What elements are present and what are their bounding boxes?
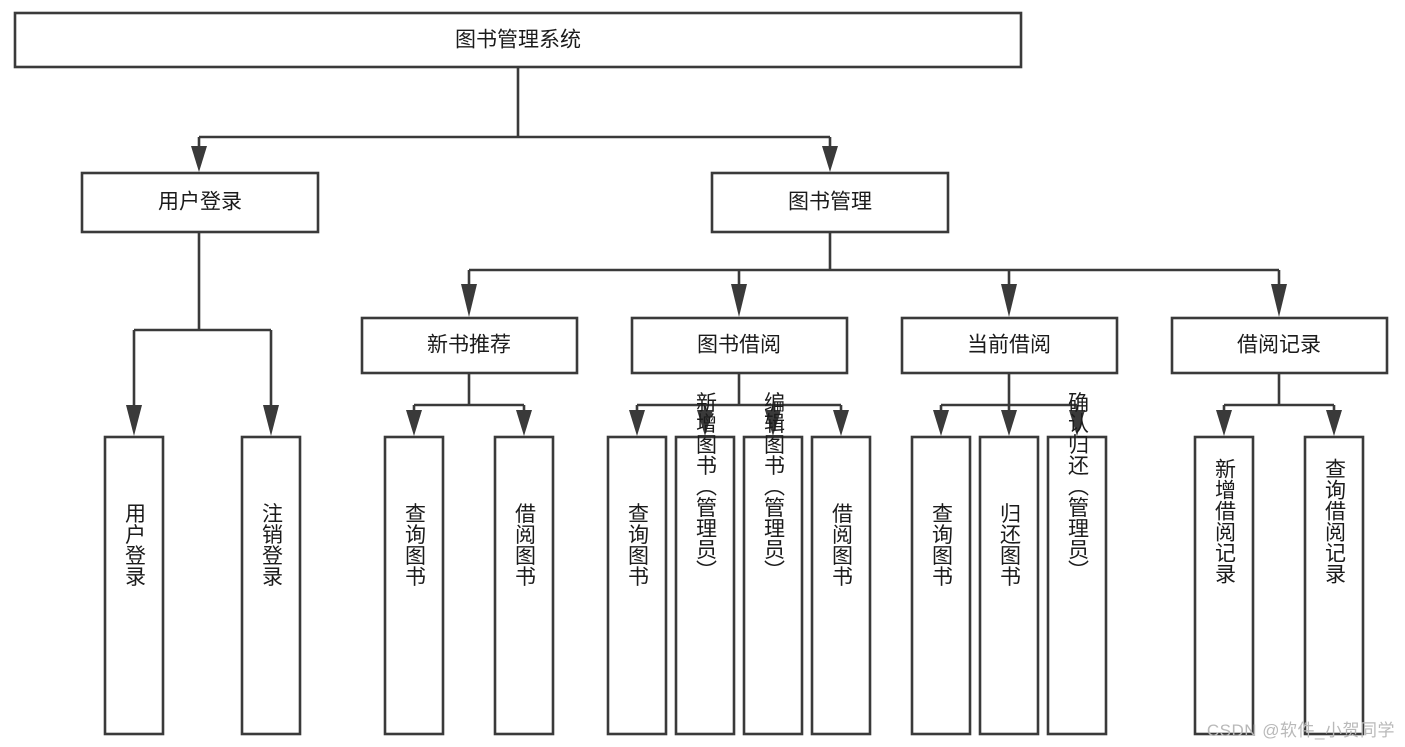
connector-layer	[126, 68, 1342, 436]
node-current-borrow[interactable]: 当前借阅	[900, 316, 1119, 375]
node-borrow-record-box[interactable]	[1170, 316, 1389, 375]
node-leaf-borrow-book-1[interactable]: 借阅图书	[493, 435, 555, 736]
node-leaf-edit-book-label: 编辑图书（管理员）	[762, 391, 786, 580]
node-leaf-user-login-label: 用户登录	[123, 503, 147, 587]
arrow-head-leaf-edit-book	[765, 410, 781, 436]
node-leaf-query-book-3[interactable]: 查询图书	[910, 435, 972, 736]
node-leaf-add-book-label: 新增图书（管理员）	[694, 391, 718, 580]
arrow-head-book-borrow	[731, 284, 747, 317]
node-leaf-return-book-box[interactable]	[978, 435, 1040, 736]
node-leaf-query-book-1[interactable]: 查询图书	[383, 435, 445, 736]
arrow-head-leaf-query-book-3	[933, 410, 949, 436]
arrow-head-user-login	[191, 146, 207, 172]
node-leaf-add-record[interactable]: 新增借阅记录	[1193, 435, 1255, 736]
arrow-head-borrow-record	[1271, 284, 1287, 317]
node-leaf-return-book-label: 归还图书	[998, 503, 1022, 587]
node-user-login-box[interactable]	[80, 171, 320, 234]
node-user-login-label: 用户登录	[158, 191, 242, 214]
arrow-head-leaf-logout-login	[263, 405, 279, 436]
node-leaf-add-book-box[interactable]	[674, 435, 736, 736]
node-leaf-query-book-2-label: 查询图书	[626, 503, 650, 587]
node-leaf-add-record-label: 新增借阅记录	[1213, 458, 1237, 584]
node-leaf-logout-login-box[interactable]	[240, 435, 302, 736]
node-new-book-recommend-box[interactable]	[360, 316, 579, 375]
node-leaf-query-book-3-label: 查询图书	[930, 503, 954, 587]
node-new-book-recommend-label: 新书推荐	[427, 334, 511, 357]
node-leaf-confirm-return-box[interactable]	[1046, 435, 1108, 736]
node-leaf-borrow-book-1-box[interactable]	[493, 435, 555, 736]
node-root-label: 图书管理系统	[455, 29, 581, 52]
arrow-head-new-book-recommend	[461, 284, 477, 317]
node-book-borrow-box[interactable]	[630, 316, 849, 375]
node-book-borrow-label: 图书借阅	[697, 334, 781, 357]
node-leaf-borrow-book-2[interactable]: 借阅图书	[810, 435, 872, 736]
node-book-borrow[interactable]: 图书借阅	[630, 316, 849, 375]
arrow-head-book-manage	[822, 146, 838, 172]
node-leaf-query-record-label: 查询借阅记录	[1323, 458, 1347, 584]
node-leaf-edit-book[interactable]: 编辑图书（管理员）	[742, 391, 804, 736]
node-root[interactable]: 图书管理系统	[13, 11, 1023, 69]
csdn-watermark: CSDN @软件_小贺同学	[1206, 721, 1395, 740]
node-leaf-borrow-book-2-label: 借阅图书	[830, 503, 854, 587]
arrow-head-leaf-borrow-book-2	[833, 410, 849, 436]
node-leaf-edit-book-box[interactable]	[742, 435, 804, 736]
arrow-head-leaf-add-record	[1216, 410, 1232, 436]
node-leaf-query-book-1-label: 查询图书	[403, 503, 427, 587]
node-leaf-return-book[interactable]: 归还图书	[978, 435, 1040, 736]
node-current-borrow-label: 当前借阅	[967, 334, 1051, 357]
node-new-book-recommend[interactable]: 新书推荐	[360, 316, 579, 375]
node-leaf-logout-login[interactable]: 注销登录	[240, 435, 302, 736]
arrow-head-leaf-borrow-book-1	[516, 410, 532, 436]
arrow-head-current-borrow	[1001, 284, 1017, 317]
node-user-login[interactable]: 用户登录	[80, 171, 320, 234]
arrow-head-leaf-return-book	[1001, 410, 1017, 436]
arrow-head-leaf-add-book	[697, 410, 713, 436]
node-leaf-user-login-box[interactable]	[103, 435, 165, 736]
node-leaf-borrow-book-1-label: 借阅图书	[513, 503, 537, 587]
arrow-head-leaf-user-login	[126, 405, 142, 436]
arrow-head-leaf-query-book-1	[406, 410, 422, 436]
node-leaf-query-record-box[interactable]	[1303, 435, 1365, 736]
node-leaf-query-record[interactable]: 查询借阅记录	[1303, 435, 1365, 736]
node-leaf-confirm-return[interactable]: 确认归还（管理员）	[1046, 391, 1108, 736]
node-current-borrow-box[interactable]	[900, 316, 1119, 375]
node-borrow-record[interactable]: 借阅记录	[1170, 316, 1389, 375]
arrow-head-leaf-query-book-2	[629, 410, 645, 436]
node-leaf-query-book-2[interactable]: 查询图书	[606, 435, 668, 736]
node-leaf-add-book[interactable]: 新增图书（管理员）	[674, 391, 736, 736]
node-root-box[interactable]	[13, 11, 1023, 69]
arrow-head-leaf-confirm-return	[1069, 410, 1085, 436]
node-leaf-user-login[interactable]: 用户登录	[103, 435, 165, 736]
node-book-manage-label: 图书管理	[788, 191, 872, 214]
node-leaf-query-book-2-box[interactable]	[606, 435, 668, 736]
arrow-head-leaf-query-record	[1326, 410, 1342, 436]
node-leaf-borrow-book-2-box[interactable]	[810, 435, 872, 736]
node-book-manage[interactable]: 图书管理	[710, 171, 950, 234]
node-leaf-logout-login-label: 注销登录	[260, 503, 284, 587]
node-leaf-confirm-return-label: 确认归还（管理员）	[1066, 391, 1090, 580]
node-leaf-query-book-3-box[interactable]	[910, 435, 972, 736]
node-leaf-query-book-1-box[interactable]	[383, 435, 445, 736]
node-leaf-add-record-box[interactable]	[1193, 435, 1255, 736]
node-borrow-record-label: 借阅记录	[1237, 334, 1321, 357]
node-book-manage-box[interactable]	[710, 171, 950, 234]
